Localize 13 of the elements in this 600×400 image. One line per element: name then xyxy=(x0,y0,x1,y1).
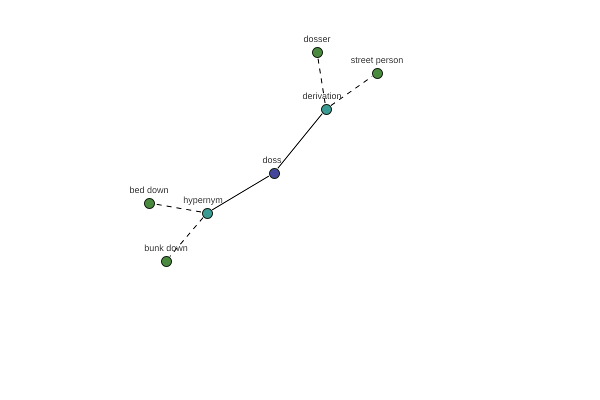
node-label: derivation xyxy=(302,91,342,102)
dashed-connector xyxy=(330,76,373,106)
node-label: dosser xyxy=(304,34,330,45)
connector xyxy=(212,176,270,210)
node-label: street person xyxy=(350,55,404,66)
node-label: bed down xyxy=(129,185,169,196)
node-label: bunk down xyxy=(144,243,188,254)
connector xyxy=(277,113,323,169)
node-label: hypernym xyxy=(183,195,223,206)
dashed-connector xyxy=(169,217,204,257)
dashed-connector xyxy=(317,57,326,104)
dashed-connector xyxy=(154,204,202,212)
node-label: doss xyxy=(262,155,282,166)
